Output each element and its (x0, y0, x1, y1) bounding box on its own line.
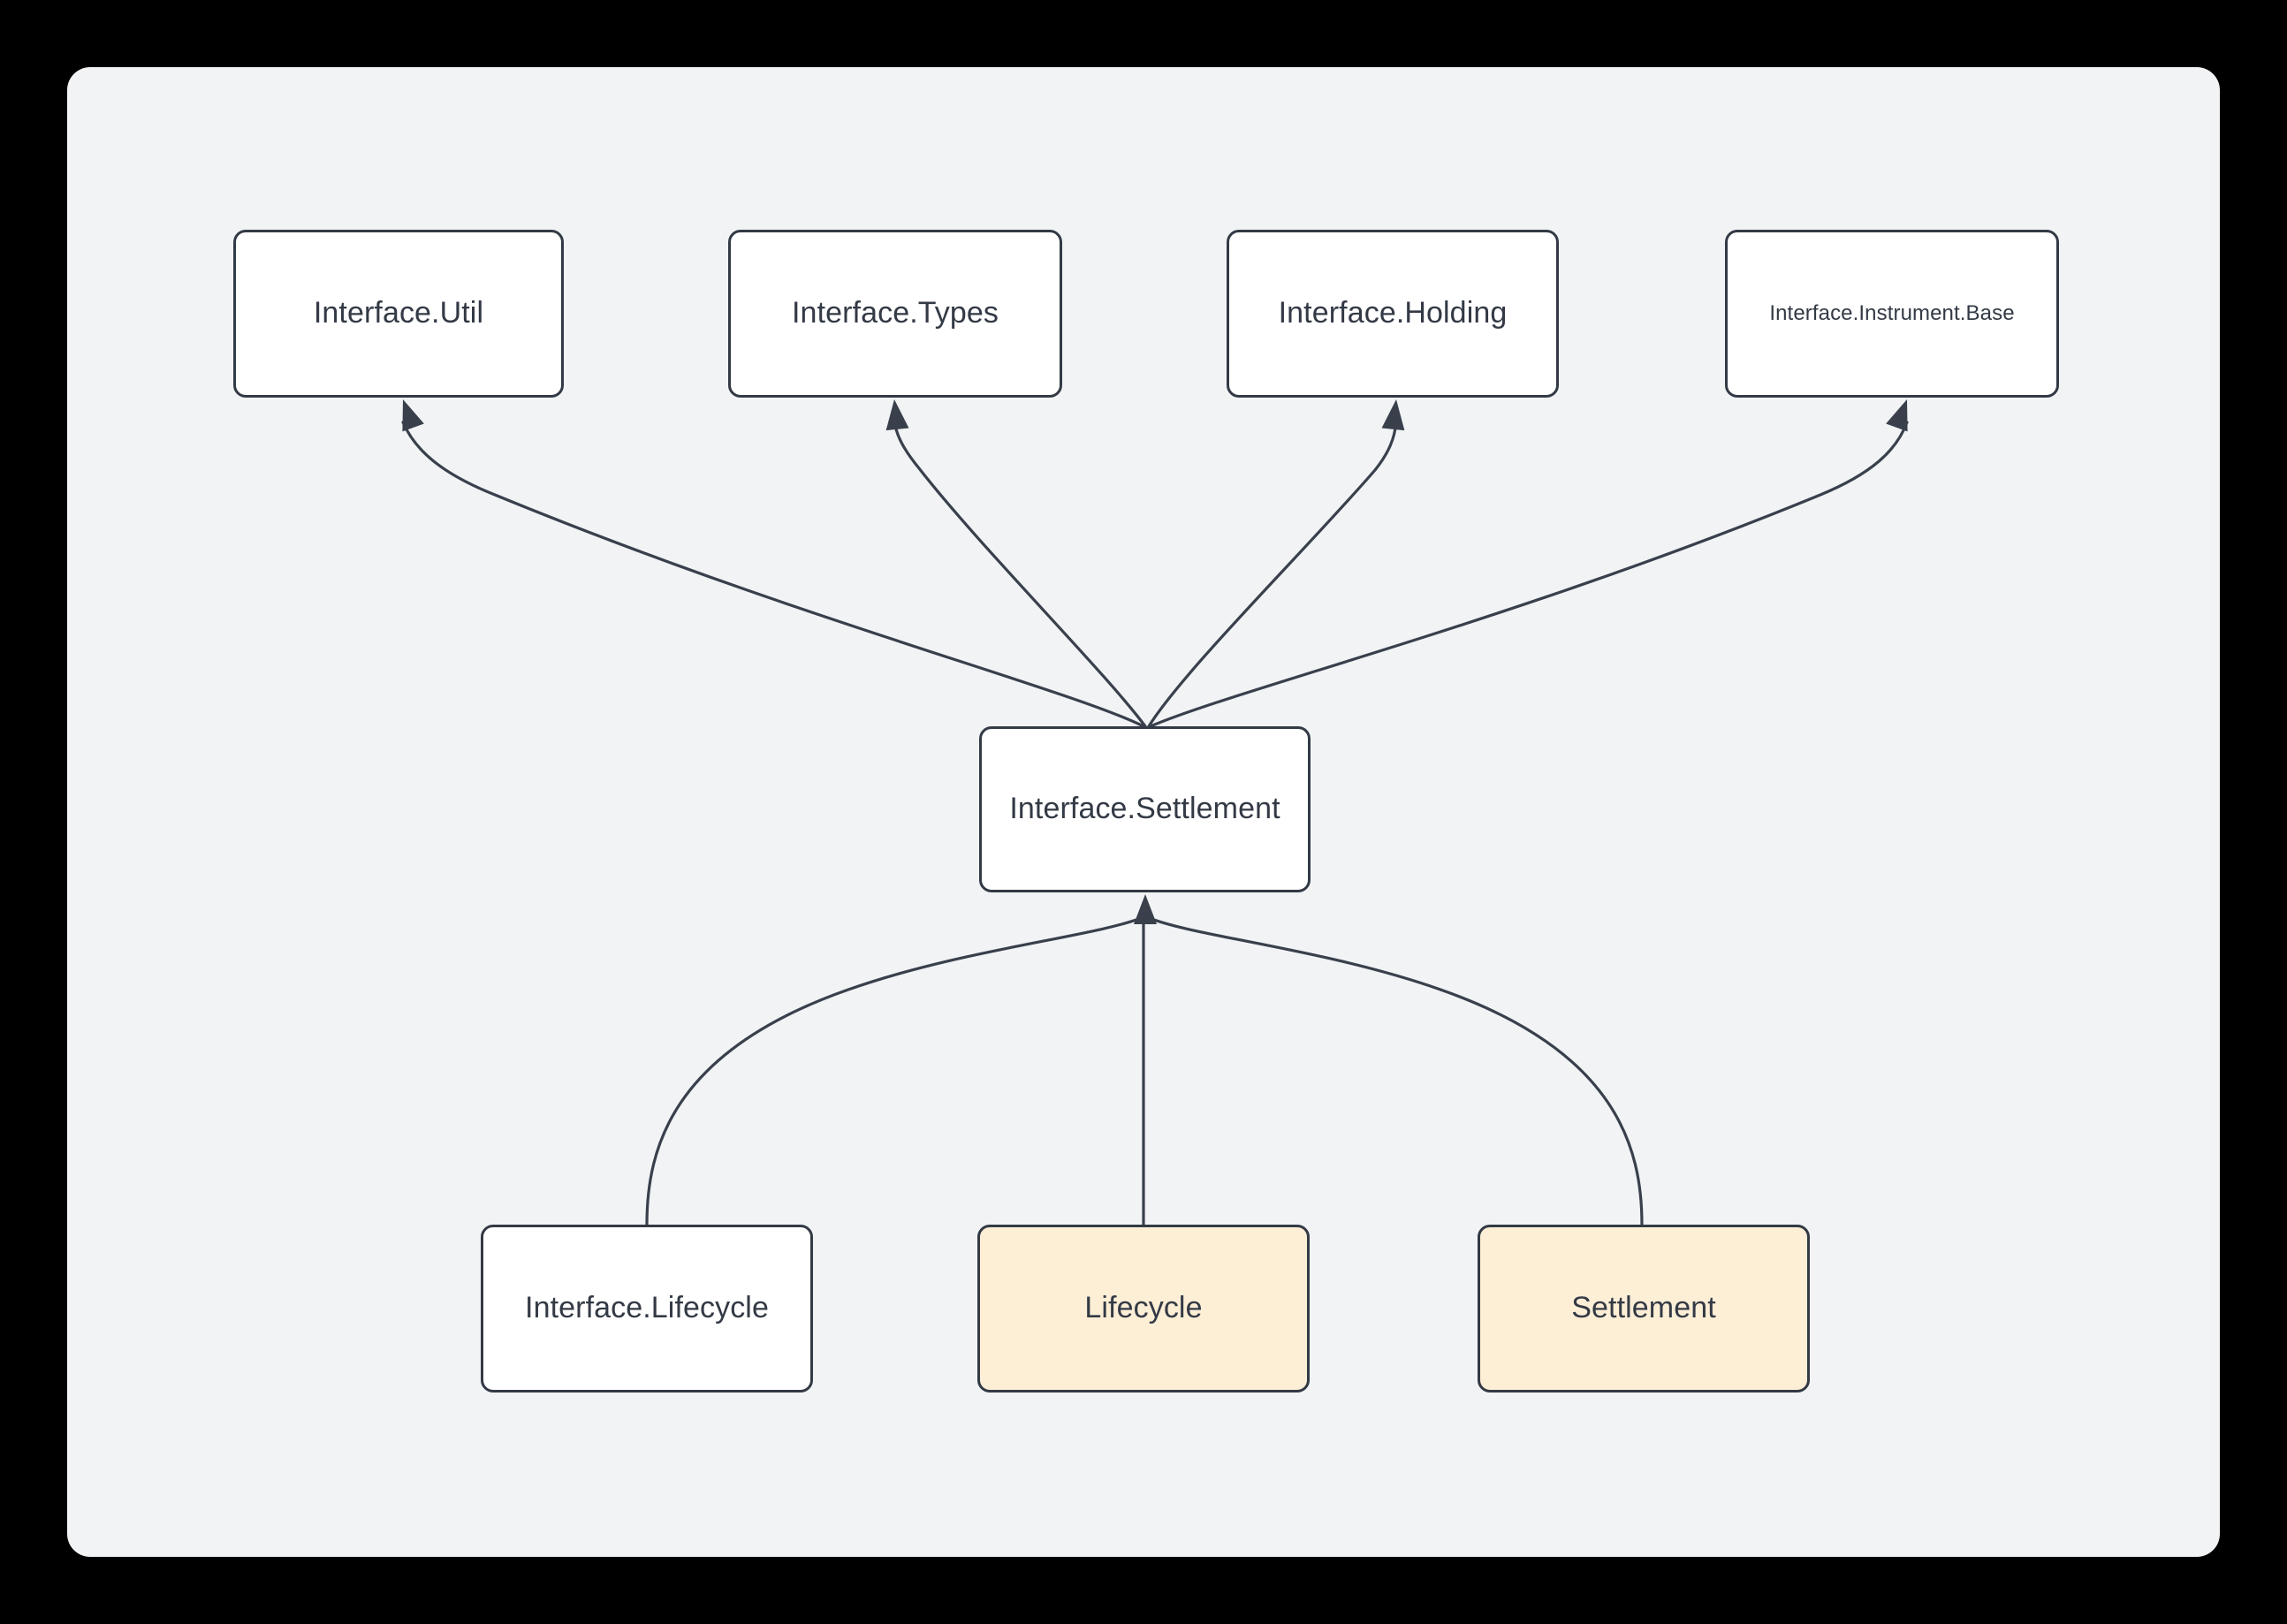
node-label: Interface.Holding (1278, 296, 1508, 330)
node-label: Interface.Types (792, 296, 999, 330)
node-label: Interface.Util (313, 296, 484, 330)
node-label: Interface.Instrument.Base (1769, 300, 2015, 325)
node-interface-settlement[interactable]: Interface.Settlement (979, 726, 1311, 892)
node-label: Settlement (1571, 1291, 1716, 1325)
node-settlement[interactable]: Settlement (1478, 1225, 1810, 1393)
node-interface-lifecycle[interactable]: Interface.Lifecycle (481, 1225, 813, 1393)
node-interface-util[interactable]: Interface.Util (233, 230, 564, 398)
node-interface-holding[interactable]: Interface.Holding (1227, 230, 1559, 398)
node-interface-instrument-base[interactable]: Interface.Instrument.Base (1725, 230, 2059, 398)
node-lifecycle[interactable]: Lifecycle (977, 1225, 1310, 1393)
node-label: Lifecycle (1084, 1291, 1203, 1325)
node-interface-types[interactable]: Interface.Types (728, 230, 1062, 398)
node-label: Interface.Settlement (1009, 792, 1280, 826)
node-label: Interface.Lifecycle (525, 1291, 769, 1325)
